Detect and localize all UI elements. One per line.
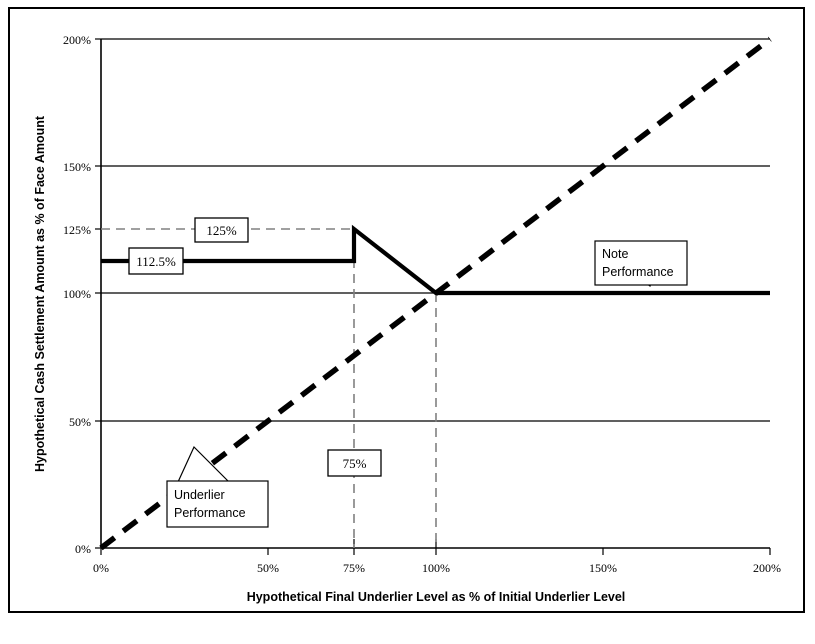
value-box-112-5: 112.5% xyxy=(128,247,184,275)
series-note-performance xyxy=(101,224,770,296)
y-tick-label-50: 50% xyxy=(69,415,91,429)
y-axis-title: Hypothetical Cash Settlement Amount as %… xyxy=(33,115,47,472)
y-tick-label-100: 100% xyxy=(63,287,91,301)
y-tick-label-150: 150% xyxy=(63,160,91,174)
underlier-performance-callout-line2: Performance xyxy=(174,506,246,520)
underlier-performance-callout-tail xyxy=(177,445,230,483)
note-performance-callout: Note Performance xyxy=(594,240,688,287)
underlier-performance-callout-rect xyxy=(166,480,269,528)
x-tick-label-75: 75% xyxy=(343,561,365,575)
underlier-performance-callout-line1: Underlier xyxy=(174,488,225,502)
value-box-125: 125% xyxy=(194,217,249,243)
x-axis-tick-labels: 0% 50% 75% 100% 150% 200% xyxy=(93,561,781,575)
x-axis-title: Hypothetical Final Underlier Level as % … xyxy=(247,590,626,604)
note-performance-callout-line2: Performance xyxy=(602,265,674,279)
y-tick-label-125: 125% xyxy=(63,223,91,237)
chart-plot: 200% 150% 125% 100% 50% 0% 0% 50% 75% 10… xyxy=(33,33,781,604)
value-box-75-rect xyxy=(327,449,382,477)
value-box-112-5-rect xyxy=(128,247,184,275)
underlier-performance-callout: Underlier Performance xyxy=(166,445,269,528)
x-tick-label-0: 0% xyxy=(93,561,109,575)
value-box-125-rect xyxy=(194,217,249,243)
y-axis-ticks xyxy=(95,38,101,549)
value-box-112-5-label: 112.5% xyxy=(136,254,176,269)
y-tick-label-0: 0% xyxy=(75,542,91,556)
x-tick-label-150: 150% xyxy=(589,561,617,575)
y-axis-tick-labels: 200% 150% 125% 100% 50% 0% xyxy=(63,33,91,556)
note-performance-callout-line1: Note xyxy=(602,247,628,261)
value-box-125-label: 125% xyxy=(206,223,237,238)
y-tick-label-200: 200% xyxy=(63,33,91,47)
x-axis-ticks xyxy=(100,539,771,555)
chart-frame: 200% 150% 125% 100% 50% 0% 0% 50% 75% 10… xyxy=(8,7,805,613)
x-tick-label-100: 100% xyxy=(422,561,450,575)
x-tick-label-50: 50% xyxy=(257,561,279,575)
value-box-75: 75% xyxy=(327,449,382,477)
x-tick-label-200: 200% xyxy=(753,561,781,575)
note-performance-callout-rect xyxy=(594,240,688,286)
value-box-75-label: 75% xyxy=(343,456,367,471)
